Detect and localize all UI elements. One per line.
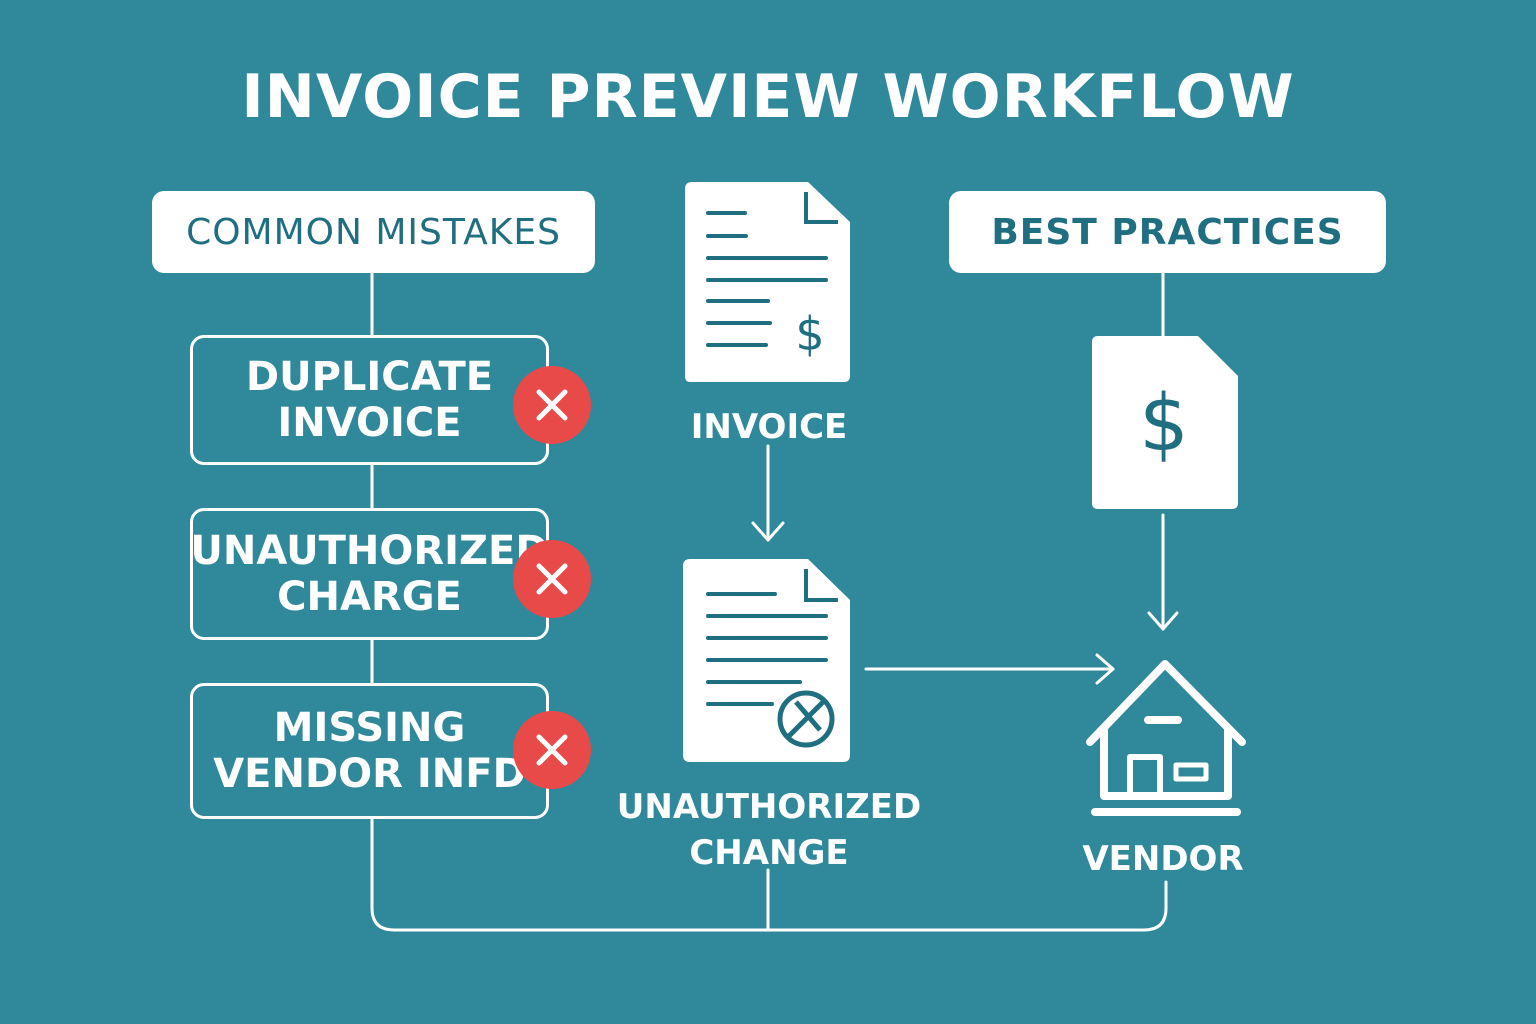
best-practices-header: BEST PRACTICES: [949, 191, 1386, 273]
mistake-line2: INVOICE: [277, 400, 462, 446]
mistake-line1: DUPLICATE: [245, 354, 494, 400]
invoice-to-change-arrowhead: [751, 521, 785, 542]
mistake-duplicate-invoice: DUPLICATE INVOICE: [190, 335, 549, 465]
change-to-vendor-arrowhead: [1095, 653, 1115, 685]
x-icon: [513, 540, 591, 618]
mistake-line2: CHARGE: [277, 574, 462, 620]
unauthorized-document-icon: [683, 559, 850, 762]
mistake-line1: MISSING: [273, 705, 466, 751]
dollar-icon: $: [795, 307, 824, 361]
invoice-label: INVOICE: [690, 407, 848, 447]
dollar-document-icon: $: [1092, 336, 1238, 509]
common-mistakes-header: COMMON MISTAKES: [152, 191, 595, 273]
mistake-unauthorized-charge: UNAUTHORIZED CHARGE: [190, 508, 549, 640]
unauthorized-change-line2: CHANGE: [689, 833, 849, 873]
practices-to-vendor-arrowhead: [1147, 611, 1179, 631]
dollar-icon: $: [1139, 379, 1189, 469]
unauthorized-change-line1: UNAUTHORIZED: [616, 787, 922, 827]
house-icon: [1086, 660, 1246, 816]
page-title: INVOICE PREVIEW WORKFLOW: [241, 62, 1295, 132]
x-icon: [513, 366, 591, 444]
mistake-line1: UNAUTHORIZED: [190, 528, 549, 574]
vendor-label: VENDOR: [1082, 839, 1244, 879]
invoice-document-icon: $: [685, 182, 850, 382]
unauthorized-change-label: UNAUTHORIZED CHANGE: [604, 784, 934, 876]
prohibited-icon: [777, 690, 835, 748]
best-practices-header-label: BEST PRACTICES: [991, 211, 1344, 253]
x-icon: [513, 711, 591, 789]
mistake-missing-vendor-info: MISSING VENDOR INFD: [190, 683, 549, 819]
common-mistakes-header-label: COMMON MISTAKES: [186, 211, 561, 253]
mistake-line2: VENDOR INFD: [213, 751, 526, 797]
